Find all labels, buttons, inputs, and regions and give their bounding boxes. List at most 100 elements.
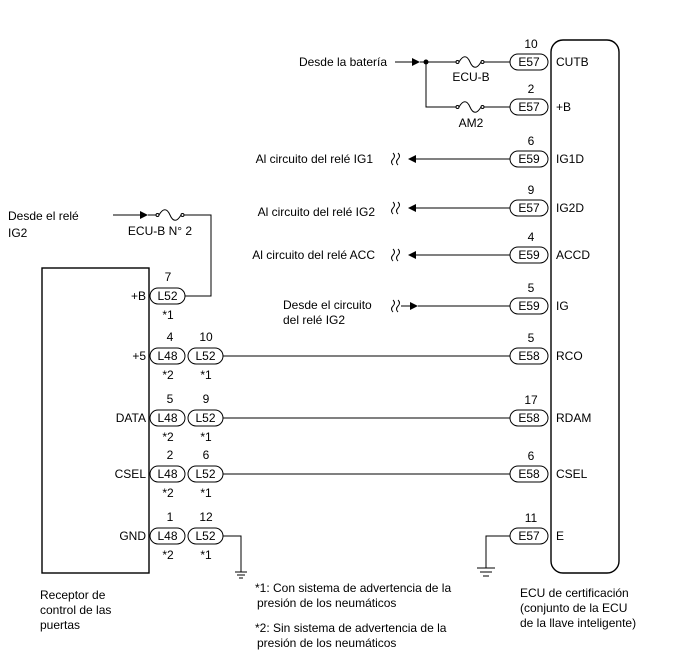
receiver-pin-gnd: GND 1 L48 *2 12 L52 *1: [119, 510, 224, 562]
connector-code: L52: [157, 289, 177, 303]
pin-number: 9: [203, 392, 210, 406]
connector-oval: [509, 150, 549, 168]
acc-arrowhead: [408, 251, 416, 259]
receiver-pin-plus-b: +B 7 L52 *1: [131, 270, 186, 322]
ground-symbol: [235, 571, 247, 579]
connector-code: E59: [518, 299, 540, 313]
fuse-ecu-b: [455, 56, 485, 68]
terminal-name: CSEL: [556, 467, 588, 481]
connector-note: *2: [162, 548, 174, 562]
connector-oval: [509, 527, 549, 545]
ecu-box: [550, 39, 620, 574]
connector-code: E58: [518, 349, 540, 363]
footnote-line: presión de los neumáticos: [257, 596, 396, 610]
connector-oval: [509, 199, 549, 217]
relay-arrowhead: [140, 211, 148, 219]
pin-number: 2: [528, 82, 535, 96]
terminal-name: DATA: [116, 411, 146, 425]
ig1-arrowhead: [408, 155, 416, 163]
connector-oval: [187, 409, 224, 427]
connector-oval: [149, 465, 186, 483]
relay-ig2-label-line1: Desde el relé: [8, 209, 79, 223]
ecu-pin-csel: 6 E58 CSEL: [509, 449, 588, 483]
connector-note: *2: [162, 368, 174, 382]
terminal-name: CUTB: [556, 55, 589, 69]
relay-ig2-label-line2: IG2: [8, 226, 28, 240]
connector-oval: [187, 465, 224, 483]
pin-number: 5: [528, 281, 535, 295]
pin-number: 12: [199, 510, 213, 524]
connector-code: L52: [195, 467, 215, 481]
footnote-2: *2: Sin sistema de advertencia de la pre…: [255, 621, 447, 650]
fuse-am2: [455, 101, 485, 113]
ecu-pin-rco: 5 E58 RCO: [509, 331, 583, 365]
footnote-line: *2: Sin sistema de advertencia de la: [255, 621, 447, 635]
ig-arrowhead: [410, 302, 418, 310]
pin-number: 11: [525, 511, 538, 525]
break-symbol: [391, 152, 400, 166]
connector-oval: [509, 297, 549, 315]
break-symbol: [391, 248, 400, 262]
from-ig2-label-line2: del relé IG2: [283, 313, 345, 327]
pin-number: 9: [528, 183, 535, 197]
ecu-pin-accd: 4 E59 ACCD: [509, 230, 590, 264]
pin-number: 10: [524, 37, 538, 51]
connector-code: E58: [518, 467, 540, 481]
terminal-name: IG1D: [556, 152, 584, 166]
footnote-line: *1: Con sistema de advertencia de la: [255, 581, 451, 595]
connector-oval: [509, 347, 549, 365]
to-ig1-label: Al circuito del relé IG1: [256, 152, 374, 166]
from-ig2-label-line1: Desde el circuito: [283, 298, 372, 312]
pin-number: 6: [203, 448, 210, 462]
terminal-name: IG: [556, 299, 569, 313]
receiver-box: [41, 267, 150, 574]
connector-code: E59: [518, 248, 540, 262]
break-symbol: [391, 201, 400, 215]
connector-oval: [509, 465, 549, 483]
to-ig2-label: Al circuito del relé IG2: [258, 205, 376, 219]
pin-number: 5: [167, 392, 174, 406]
connector-code: E57: [518, 100, 540, 114]
ecu-pin-ig: 5 E59 IG: [509, 281, 569, 315]
connector-oval: [509, 246, 549, 264]
connector-oval: [509, 409, 549, 427]
wire-branch-am2: [425, 62, 456, 108]
wire-receiver-plus-b: [184, 214, 212, 297]
ecu-pin-ig1d: 6 E59 IG1D: [509, 134, 584, 168]
to-acc-label: Al circuito del relé ACC: [252, 248, 375, 262]
connector-oval: [149, 347, 186, 365]
connector-oval: [149, 409, 186, 427]
receiver-name-line: Receptor de: [40, 588, 106, 602]
fuse-am2-label: AM2: [459, 116, 484, 130]
connector-note: *1: [200, 548, 212, 562]
ecu-name-line: ECU de certificación: [520, 586, 629, 600]
terminal-name: +B: [131, 289, 146, 303]
connector-code: L52: [195, 529, 215, 543]
connector-oval: [509, 98, 549, 116]
connector-code: L48: [157, 467, 177, 481]
connector-oval: [187, 527, 224, 545]
terminal-name: E: [556, 529, 564, 543]
pin-number: 4: [167, 330, 174, 344]
terminal-name: ACCD: [556, 248, 590, 262]
break-symbol: [391, 299, 400, 313]
footnote-1: *1: Con sistema de advertencia de la pre…: [255, 581, 451, 610]
terminal-name: CSEL: [115, 467, 147, 481]
pin-number: 5: [528, 331, 535, 345]
connector-oval: [187, 347, 224, 365]
receiver-pin-csel: CSEL 2 L48 *2 6 L52 *1: [115, 448, 224, 500]
connector-code: L52: [195, 411, 215, 425]
connector-note: *1: [162, 308, 174, 322]
connector-code: L48: [157, 349, 177, 363]
connector-note: *1: [200, 430, 212, 444]
pin-number: 17: [524, 393, 538, 407]
ecu-pin-e: 11 E57 E: [509, 511, 564, 545]
ecu-pin-ig2d: 9 E57 IG2D: [509, 183, 584, 217]
receiver-pin-data: DATA 5 L48 *2 9 L52 *1: [116, 392, 224, 444]
terminal-name: RCO: [556, 349, 583, 363]
terminal-name: GND: [119, 529, 146, 543]
ig2-arrowhead: [408, 204, 416, 212]
connector-note: *1: [200, 368, 212, 382]
receiver-pin-plus-5: +5 4 L48 *2 10 L52 *1: [132, 330, 224, 382]
